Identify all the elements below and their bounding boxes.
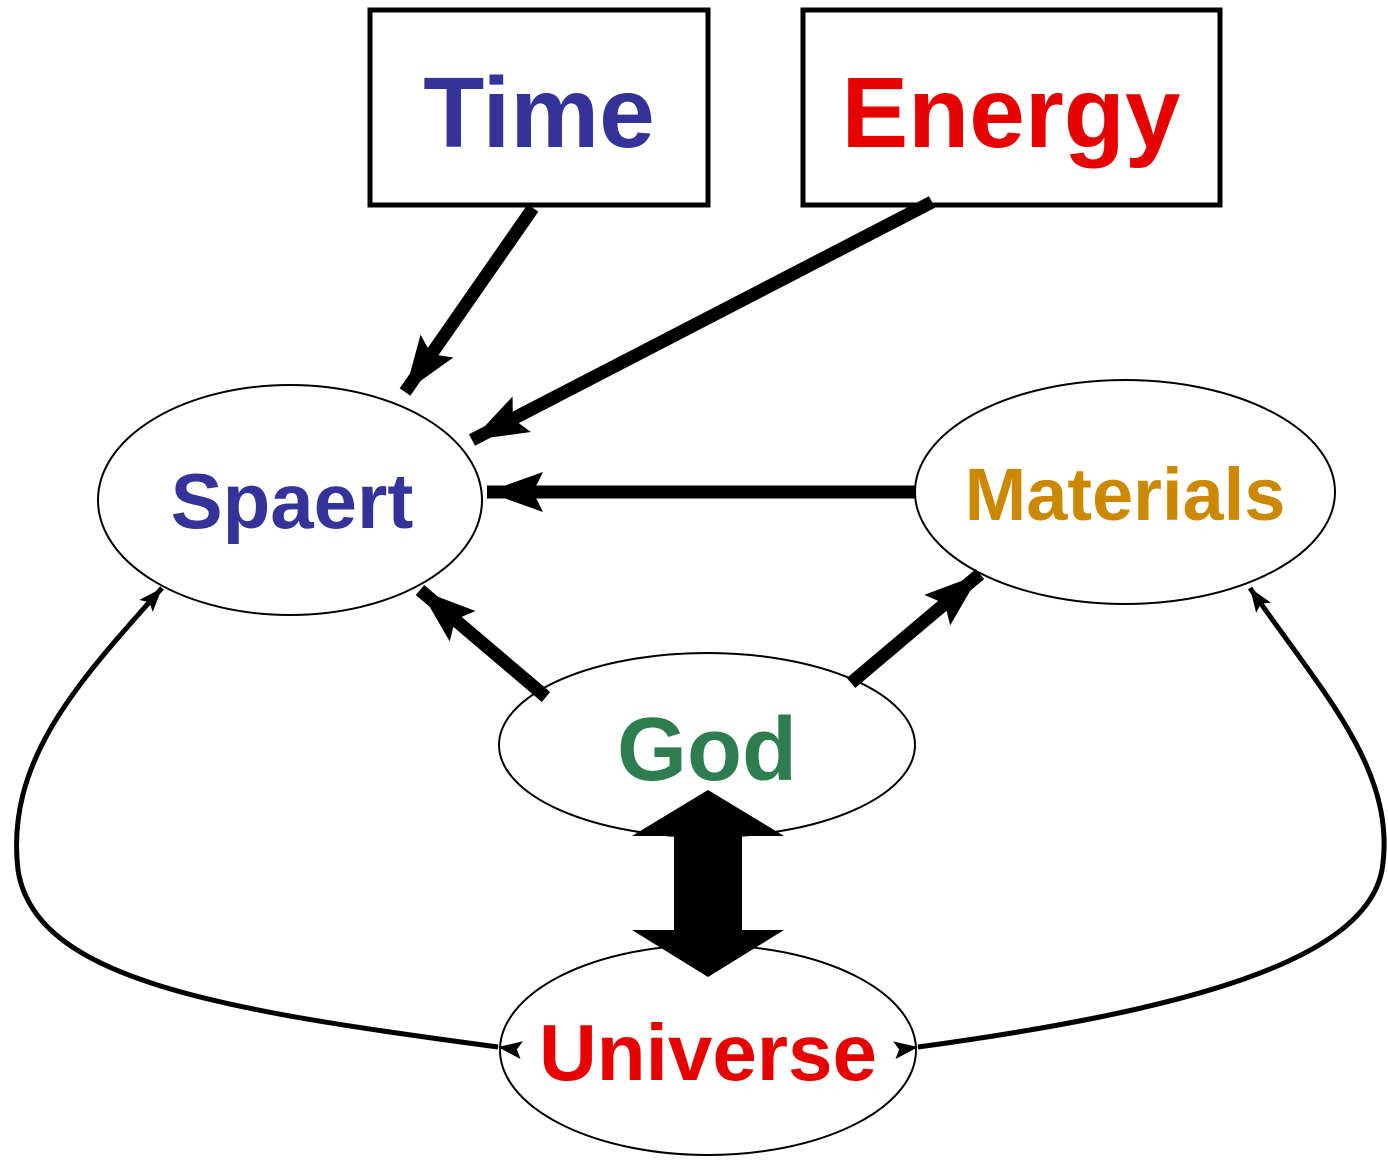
universe-label: Universe	[539, 1008, 877, 1097]
arrow-god-universe-double	[632, 790, 784, 977]
arrow-energy-to-spaert	[469, 196, 935, 446]
energy-label: Energy	[841, 57, 1180, 169]
god-label: God	[617, 700, 797, 800]
energy-box	[800, 7, 1223, 208]
arrow-universe-materials-curve	[893, 586, 1387, 1060]
materials-label: Materials	[965, 453, 1286, 536]
time-box	[367, 7, 711, 208]
arrow-time-to-spaert	[399, 204, 539, 396]
arrow-god-to-materials	[846, 569, 985, 688]
arrow-universe-spaert-curve	[14, 586, 523, 1060]
spaert-label: Spaert	[171, 457, 414, 545]
time-label: Time	[423, 57, 655, 169]
arrow-god-to-spaert	[415, 585, 551, 702]
